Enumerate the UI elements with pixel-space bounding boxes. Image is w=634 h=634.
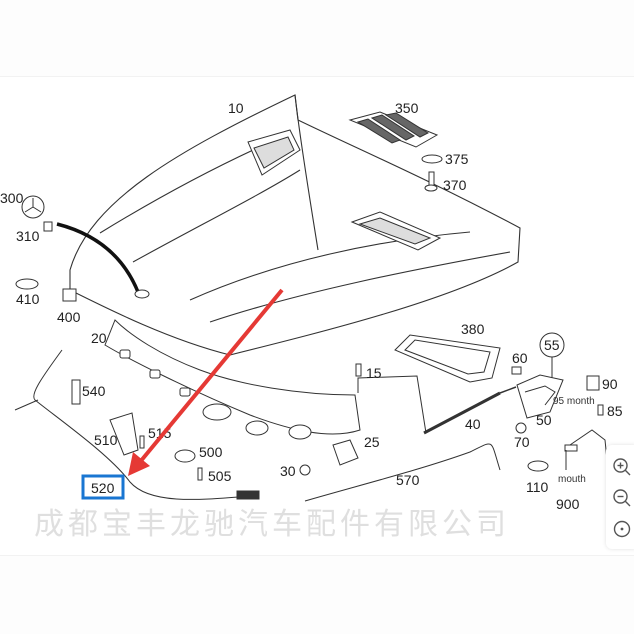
bolt-540 [71, 379, 81, 405]
watermark-text: 成都宝丰龙驰汽车配件有限公司 [34, 507, 510, 542]
part-label-25: 25 [364, 434, 380, 450]
hood-panel [69, 94, 521, 356]
emblem-clip-310 [43, 221, 53, 232]
hood-lock-50 [516, 374, 564, 419]
bolt-515 [139, 435, 145, 449]
part-label-70: 70 [514, 434, 530, 450]
buffer-110 [527, 460, 549, 472]
part-label-30: 30 [280, 463, 296, 479]
part-note-mouth: mouth [558, 474, 586, 485]
clip-30 [299, 464, 311, 476]
vent-grille-350 [348, 111, 439, 148]
part-label-540: 540 [82, 383, 106, 399]
part-label-40: 40 [465, 416, 481, 432]
part-label-50: 50 [536, 412, 552, 428]
washer-375 [421, 154, 443, 164]
release-cable-570 [304, 443, 501, 502]
part-label-310: 310 [16, 228, 40, 244]
cap-410 [15, 278, 39, 290]
hinge-510 [109, 412, 139, 456]
part-label-55: 55 [544, 337, 560, 353]
part-label-85: 85 [607, 403, 623, 419]
zoom-in-icon[interactable] [612, 457, 632, 477]
part-label-15: 15 [366, 365, 382, 381]
bolt-60 [511, 366, 522, 375]
switch-90 [586, 375, 600, 391]
part-label-110: 110 [526, 479, 549, 495]
reset-view-icon[interactable] [612, 519, 632, 539]
grommet-500 [174, 449, 196, 463]
part-label-500: 500 [199, 444, 223, 460]
part-label-520: 520 [91, 480, 115, 496]
part-label-510: 510 [94, 432, 118, 448]
star-emblem-300 [21, 195, 45, 219]
part-label-350: 350 [395, 100, 419, 116]
part-label-505: 505 [208, 468, 232, 484]
zoom-out-icon[interactable] [612, 488, 632, 508]
part-label-300: 300 [0, 190, 24, 206]
hood-vent-center [350, 211, 442, 251]
screw-505 [197, 467, 203, 481]
hood-vent-left [247, 129, 301, 176]
part-label-20: 20 [91, 330, 107, 346]
emblem-arrow [56, 222, 140, 293]
part-label-370: 370 [443, 177, 467, 193]
part-label-400: 400 [57, 309, 81, 325]
emblem-mount [134, 289, 150, 299]
part-label-95: 95 month [553, 396, 595, 407]
part-label-570: 570 [396, 472, 420, 488]
buffer-400 [62, 288, 77, 302]
part-label-900: 900 [556, 496, 580, 512]
part-label-10: 10 [228, 100, 244, 116]
part-label-375: 375 [445, 151, 469, 167]
part-label-380: 380 [461, 321, 485, 337]
bracket-25 [332, 439, 359, 466]
bolt-85 [597, 404, 604, 416]
gas-strut-40 [357, 375, 517, 435]
part-label-60: 60 [512, 350, 528, 366]
insulation-380 [394, 334, 501, 383]
clip-15 [355, 363, 362, 377]
zoom-controls [606, 445, 634, 549]
red-pointer-arrow [128, 288, 284, 476]
hood-underside [104, 319, 361, 440]
highlight-box-520: 520 [81, 474, 125, 500]
nut-70 [515, 422, 527, 434]
part-label-410: 410 [16, 291, 40, 307]
part-label-90: 90 [602, 376, 618, 392]
washer-hose-520 [14, 349, 260, 500]
screw-370 [424, 171, 438, 192]
